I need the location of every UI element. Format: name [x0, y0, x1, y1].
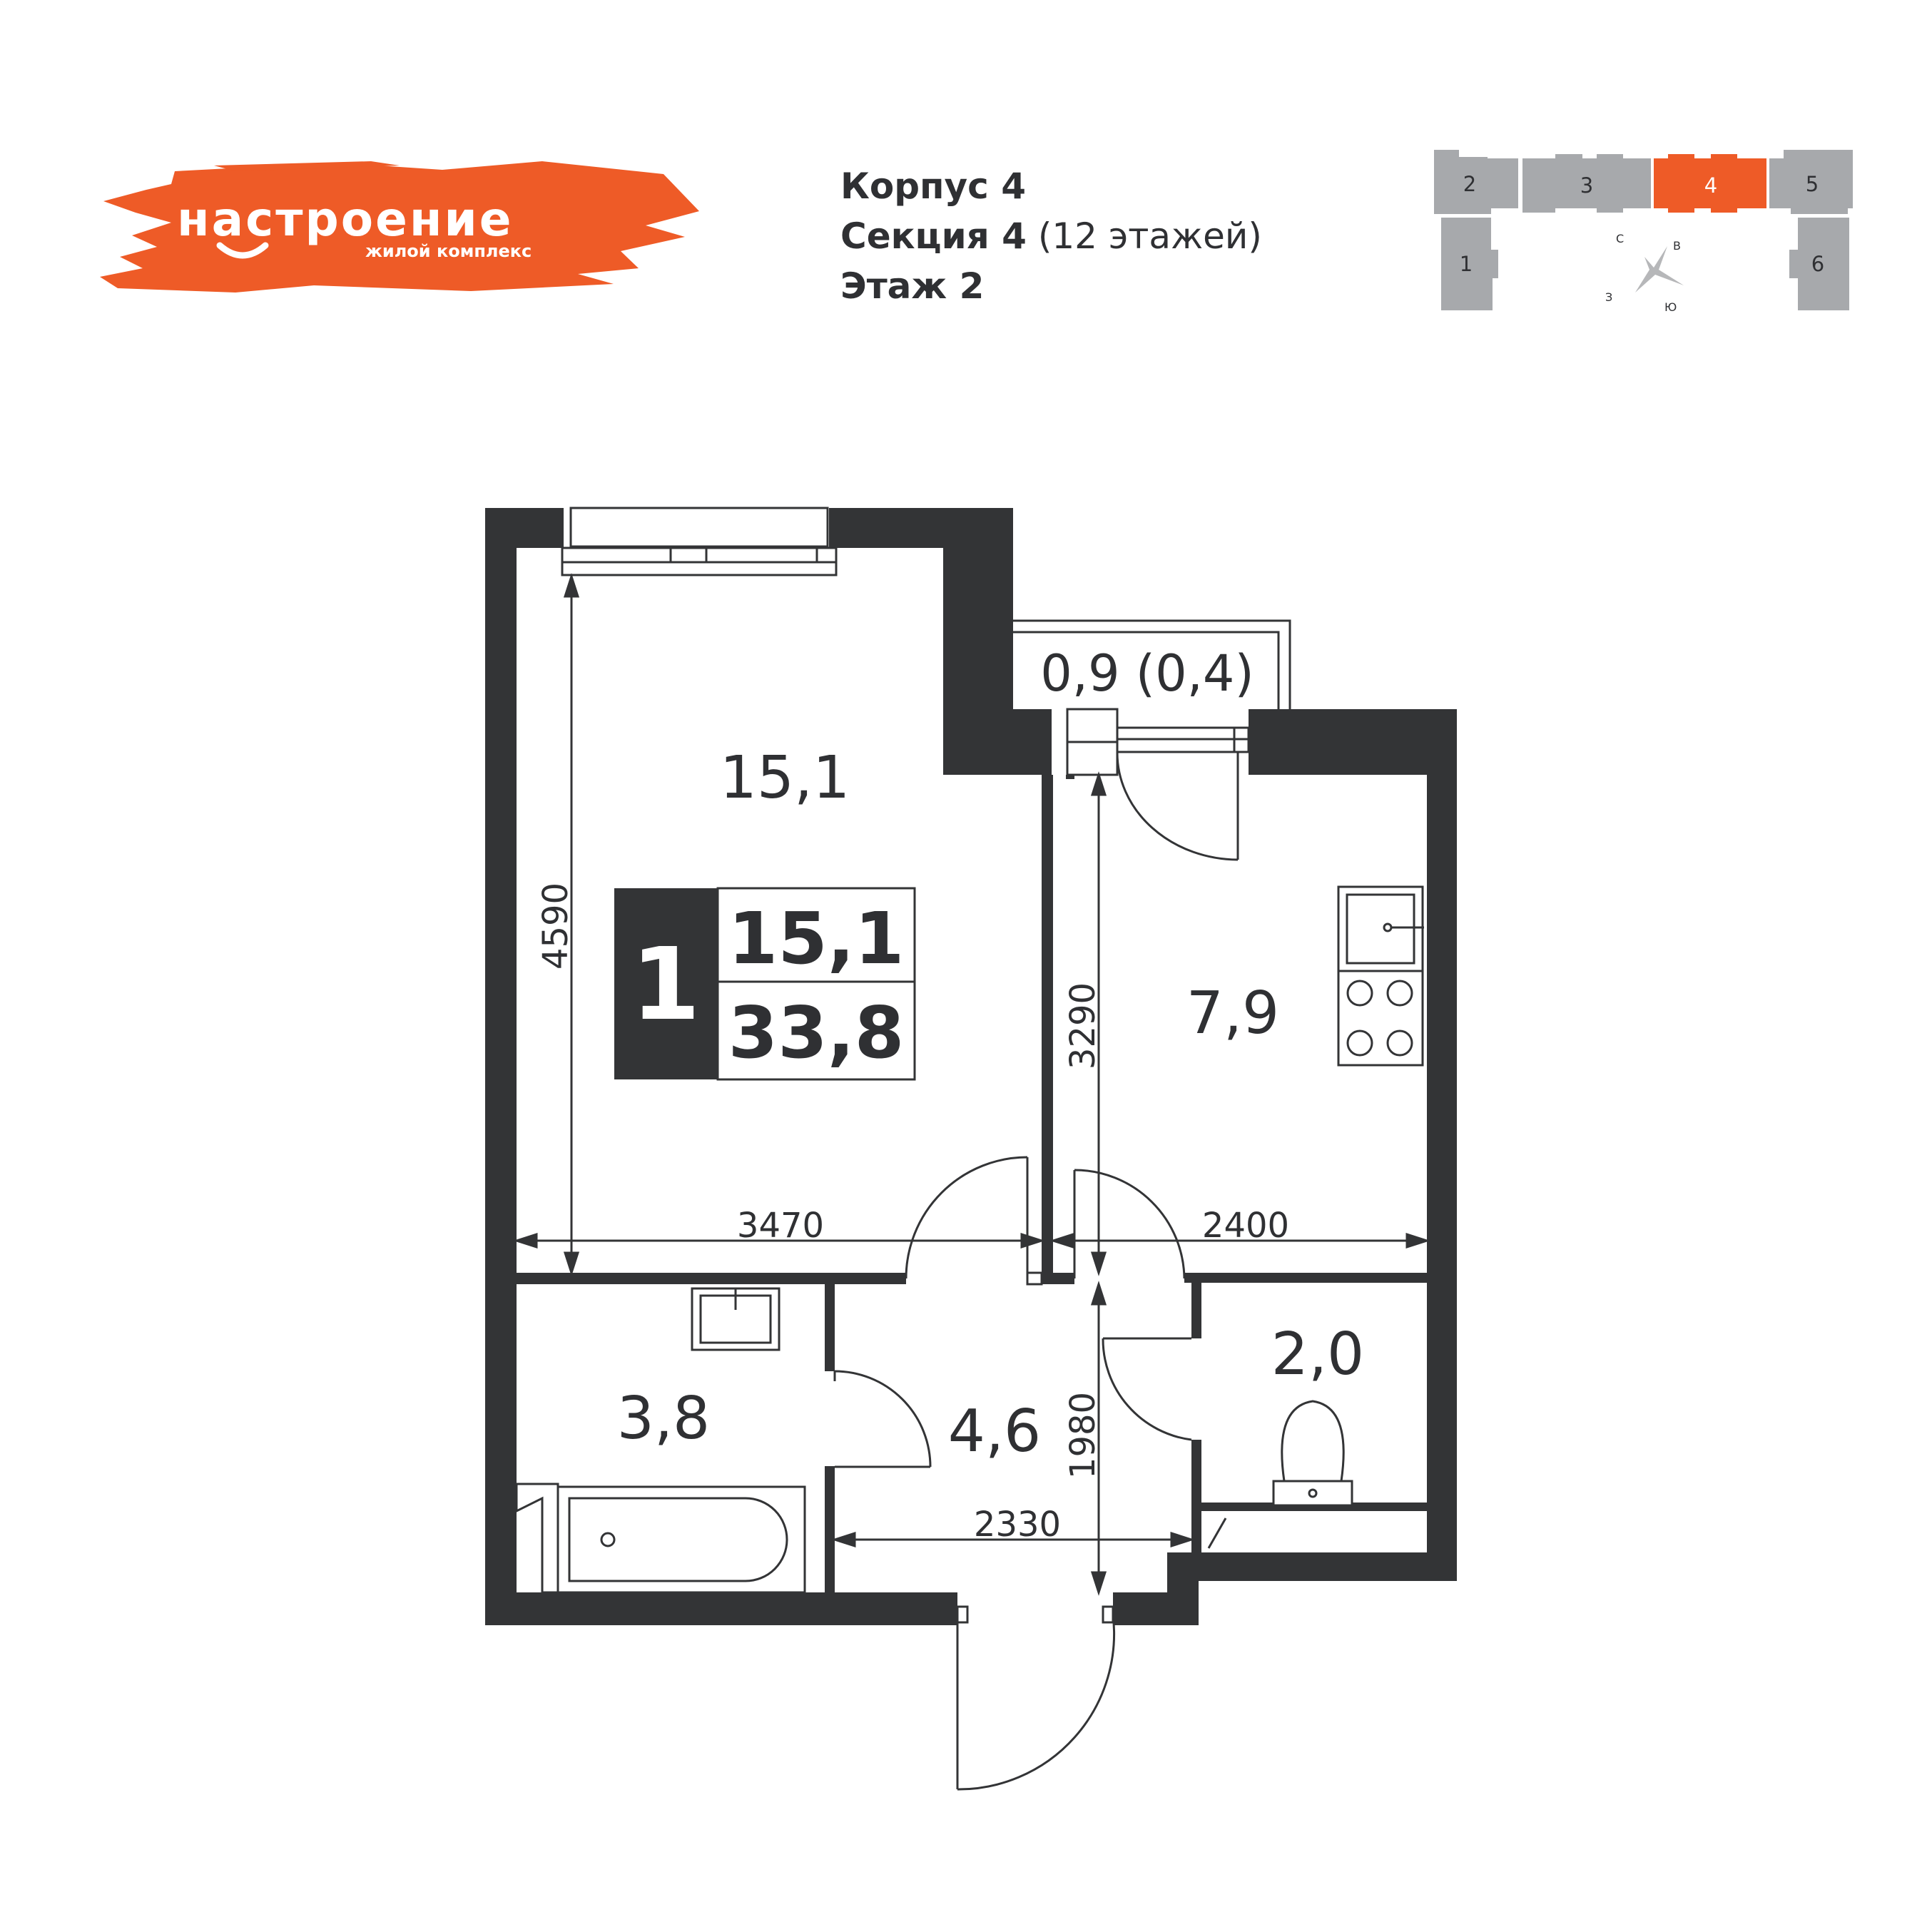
compass-icon: С В З Ю — [1605, 232, 1684, 314]
site-section-3 — [1522, 154, 1651, 213]
dim-living-width: 3470 — [737, 1206, 824, 1246]
building-label: Корпус 4 — [840, 166, 1026, 207]
room-area-living: 15,1 — [720, 744, 850, 812]
compass-west: З — [1605, 290, 1612, 304]
site-section-2 — [1434, 150, 1518, 214]
room-area-kitchen: 7,9 — [1186, 980, 1279, 1047]
living-window — [561, 507, 838, 576]
living-area: 15,1 — [728, 897, 905, 980]
site-section-3-label: 3 — [1580, 173, 1593, 198]
compass-east: В — [1673, 239, 1681, 253]
rooms-count: 1 — [631, 927, 700, 1043]
dim-kitchen-height: 3290 — [1063, 982, 1103, 1069]
room-area-wc: 2,0 — [1271, 1321, 1364, 1388]
apartment-summary-badge: 1 15,1 33,8 — [614, 887, 916, 1081]
kitchen-fixtures — [1337, 885, 1424, 1067]
dim-hall-height: 1980 — [1063, 1392, 1103, 1479]
balcony — [1013, 619, 1291, 709]
site-section-2-label: 2 — [1463, 172, 1476, 196]
logo-smile — [216, 242, 269, 259]
site-section-6-label: 6 — [1811, 252, 1824, 276]
logo-brush-stroke — [100, 161, 699, 293]
exterior-walls — [485, 508, 1457, 1625]
logo-tagline: жилой комплекс — [365, 241, 532, 261]
dim-hall-width: 2330 — [974, 1505, 1061, 1545]
logo-brush-streak — [214, 161, 400, 171]
room-labels: 15,1 7,9 0,9 (0,4) 3,8 4,6 2,0 — [617, 644, 1364, 1465]
site-section-1-label: 1 — [1460, 252, 1473, 276]
dimension-labels: 4590 3470 3290 2400 1980 2330 — [536, 883, 1289, 1545]
brand-logo: настроение жилой комплекс — [100, 161, 699, 293]
dim-living-height: 4590 — [536, 883, 576, 970]
compass-north: С — [1616, 232, 1624, 245]
site-section-5-label: 5 — [1806, 172, 1819, 196]
site-section-1 — [1441, 218, 1498, 310]
dim-kitchen-width: 2400 — [1202, 1206, 1289, 1246]
site-section-4-active — [1654, 154, 1766, 213]
site-section-5 — [1769, 150, 1853, 214]
room-area-balcony: 0,9 (0,4) — [1040, 644, 1254, 703]
bathroom-fixtures — [515, 1287, 806, 1594]
floor-label: Этаж 2 — [840, 265, 985, 307]
site-section-4-label: 4 — [1704, 173, 1717, 198]
dimension-lines — [513, 573, 1430, 1596]
section-label: Секция 4 (12 этажей) — [840, 215, 1262, 257]
room-area-bathroom: 3,8 — [617, 1385, 710, 1453]
toilet-icon — [1207, 1400, 1353, 1549]
room-area-hall: 4,6 — [948, 1398, 1041, 1465]
interior-doors — [833, 1156, 1192, 1791]
compass-south: Ю — [1664, 300, 1677, 314]
logo-wordmark: настроение — [177, 192, 513, 247]
site-section-6 — [1789, 218, 1849, 310]
total-area: 33,8 — [728, 991, 905, 1074]
interior-walls — [517, 775, 1427, 1592]
site-plan: 2 3 4 5 1 6 С В З Ю — [1434, 150, 1853, 314]
balcony-door — [1066, 708, 1250, 861]
